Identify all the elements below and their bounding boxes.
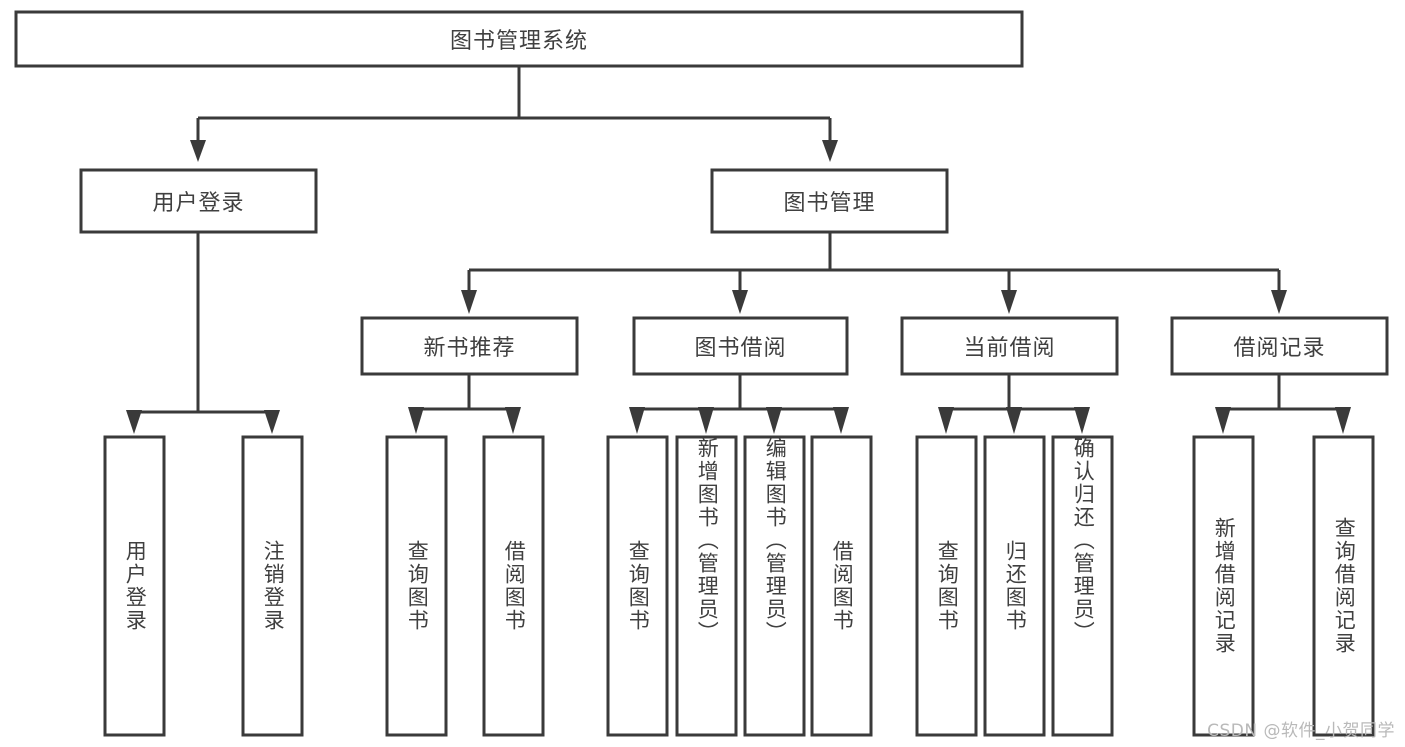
arrow-head-icon	[190, 140, 206, 162]
csdn-watermark: CSDN @软件_小贺同学	[1207, 721, 1395, 741]
arrow-head-icon	[264, 410, 280, 434]
arrow-head-icon	[938, 407, 954, 434]
node-box-current-return-book[interactable]	[983, 435, 1046, 737]
node-box-borrow-borrow-book[interactable]	[810, 435, 873, 737]
node-box-recommend-borrow-book[interactable]	[482, 435, 545, 737]
node-box-current-borrow[interactable]	[900, 316, 1119, 376]
node-box-user-login[interactable]	[79, 168, 318, 234]
arrow-head-icon	[1335, 407, 1351, 434]
connector-recommend-to-leaves	[408, 374, 521, 434]
node-box-current-confirm-return[interactable]	[1051, 435, 1114, 737]
node-box-book-management[interactable]	[710, 168, 949, 234]
node-box-recommend-query-book[interactable]	[385, 435, 448, 737]
arrow-head-icon	[1074, 407, 1090, 434]
arrow-head-icon	[822, 140, 838, 162]
arrow-head-icon	[1001, 290, 1017, 314]
node-box-borrow-add-book[interactable]	[675, 435, 738, 737]
arrow-head-icon	[126, 410, 142, 434]
arrow-head-icon	[732, 290, 748, 314]
node-box-borrow-query-book[interactable]	[606, 435, 669, 737]
arrow-head-icon	[408, 407, 424, 434]
connector-records-to-leaves	[1215, 374, 1351, 434]
connector-currentborrow-to-leaves	[938, 374, 1090, 434]
arrow-head-icon	[461, 290, 477, 314]
arrow-head-icon	[1006, 407, 1022, 434]
node-box-current-query-book[interactable]	[915, 435, 978, 737]
arrow-head-icon	[1271, 290, 1287, 314]
node-box-borrow-edit-book[interactable]	[743, 435, 806, 737]
connector-bookmgmt-to-level3	[461, 232, 1287, 314]
node-box-records-query[interactable]	[1312, 435, 1375, 737]
arrow-head-icon	[1215, 407, 1231, 434]
node-box-root[interactable]	[14, 10, 1024, 68]
arrow-head-icon	[833, 407, 849, 434]
node-box-borrow-records[interactable]	[1170, 316, 1389, 376]
node-box-new-book-recommend[interactable]	[360, 316, 579, 376]
arrow-head-icon	[698, 407, 714, 434]
arrow-head-icon	[629, 407, 645, 434]
connector-bookborrow-to-leaves	[629, 374, 849, 434]
arrow-head-icon	[766, 407, 782, 434]
connector-root-to-level2	[190, 66, 838, 162]
node-box-user-login-leaf[interactable]	[103, 435, 166, 737]
node-box-user-logout-leaf[interactable]	[241, 435, 304, 737]
node-box-book-borrow[interactable]	[632, 316, 849, 376]
node-box-records-add[interactable]	[1192, 435, 1255, 737]
arrow-head-icon	[505, 407, 521, 434]
connector-userlogin-to-leaves	[126, 232, 280, 434]
